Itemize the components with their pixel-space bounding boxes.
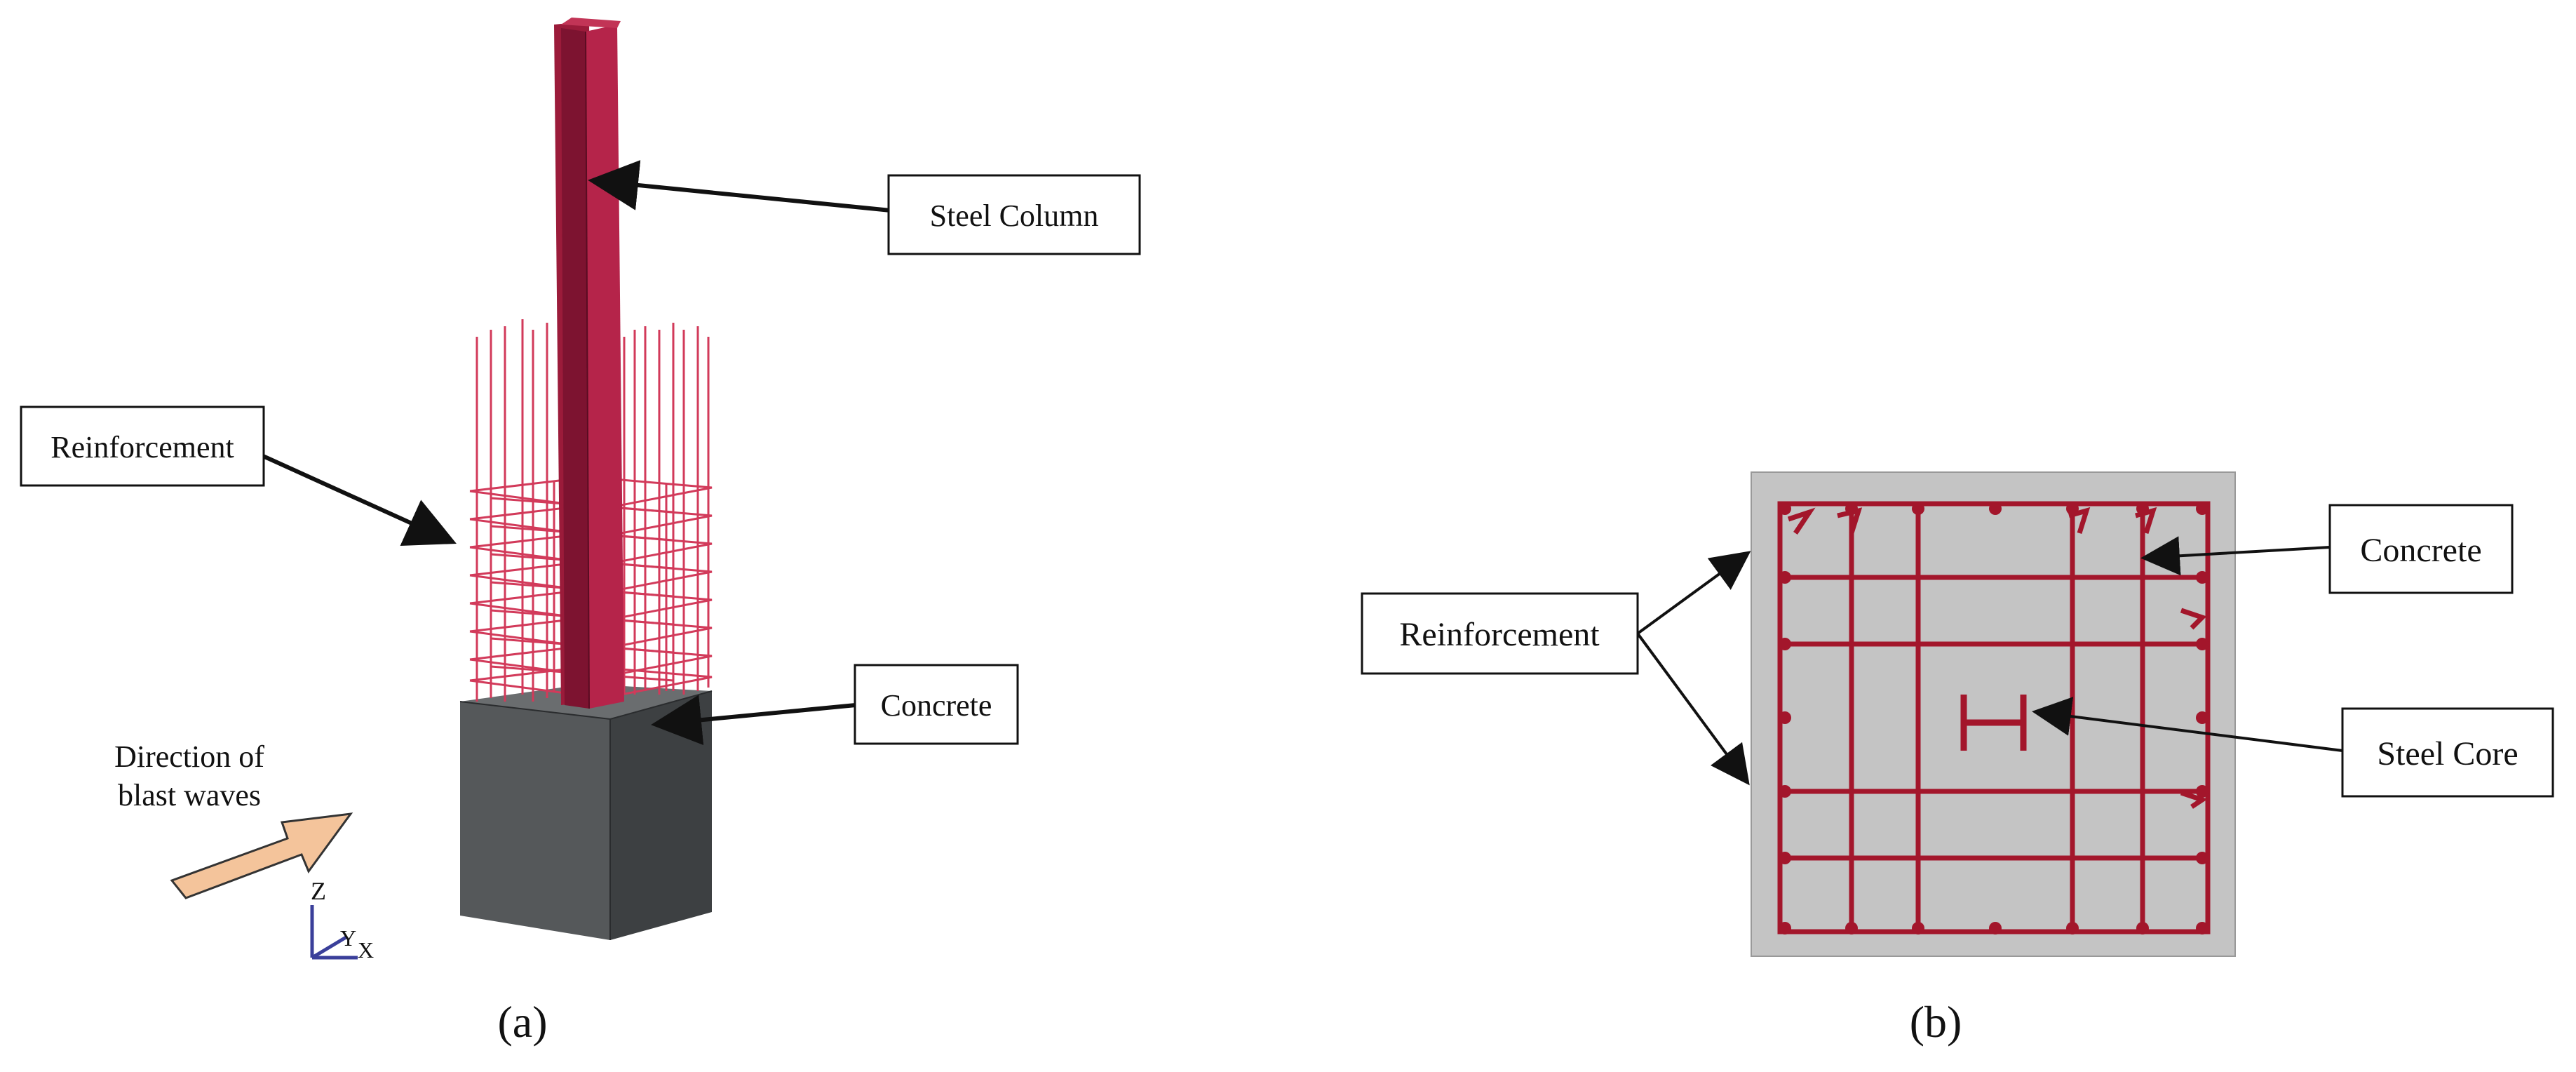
axis-label-y: Y [340,925,356,951]
steel-column-flange-side [586,25,624,709]
label-concrete-b: Concrete [2140,504,2514,594]
label-text-concrete-a: Concrete [881,688,992,723]
axis-label-z: Z [311,877,326,905]
caption-a: (a) [497,997,547,1047]
leader-reinforcement-a [262,454,457,547]
steel-core-section [1960,695,2027,751]
leader-steel-column [588,160,891,213]
leader-concrete-b [2140,536,2331,576]
leader-concrete-a [651,695,856,746]
label-box-concrete-b [2328,504,2514,594]
label-box-steel-core [2341,707,2554,798]
label-reinforcement-b: Reinforcement [1361,551,1751,786]
label-steel-core: Steel Core [2032,697,2554,798]
label-text-reinforcement-a: Reinforcement [50,430,234,464]
blast-direction: Direction of blast waves [114,739,353,899]
concrete-section [1751,471,2236,957]
label-text-steel-column: Steel Column [930,199,1099,233]
leader-steel-core [2032,697,2343,752]
label-concrete-a: Concrete [651,664,1019,746]
label-text-steel-core: Steel Core [2377,735,2518,772]
label-box-reinforcement-b [1361,592,1639,675]
axis-label-x: X [358,937,374,963]
label-steel-column: Steel Column [588,160,1141,255]
label-box-reinforcement-a [20,406,265,487]
panel-b: Reinforcement Concrete Steel Core (b) [1361,471,2554,1047]
label-reinforcement-a: Reinforcement [20,406,457,547]
concrete-block-side-face [610,691,712,940]
steel-column-flange-back [561,18,621,28]
rebar-bars-section [1779,502,2209,934]
axis-triad: Z Y X [310,877,374,963]
blast-arrow-icon [170,812,353,899]
label-box-steel-column [887,174,1141,255]
panel-a: Steel Column Reinforcement Concrete Dire… [20,18,1141,1047]
blast-text-line1: Direction of [114,739,264,774]
steel-column-3d [554,18,624,709]
label-box-concrete-a [854,664,1019,745]
label-text-reinforcement-b: Reinforcement [1399,616,1600,653]
concrete-block-front-face [460,702,610,940]
steel-column-flange-front [561,28,589,709]
caption-b: (b) [1910,997,1962,1047]
blast-text-line2: blast waves [118,778,261,812]
label-text-concrete-b: Concrete [2360,532,2481,569]
leader-reinforcement-b-top [1636,551,1751,635]
leader-reinforcement-b-bottom [1636,632,1750,786]
